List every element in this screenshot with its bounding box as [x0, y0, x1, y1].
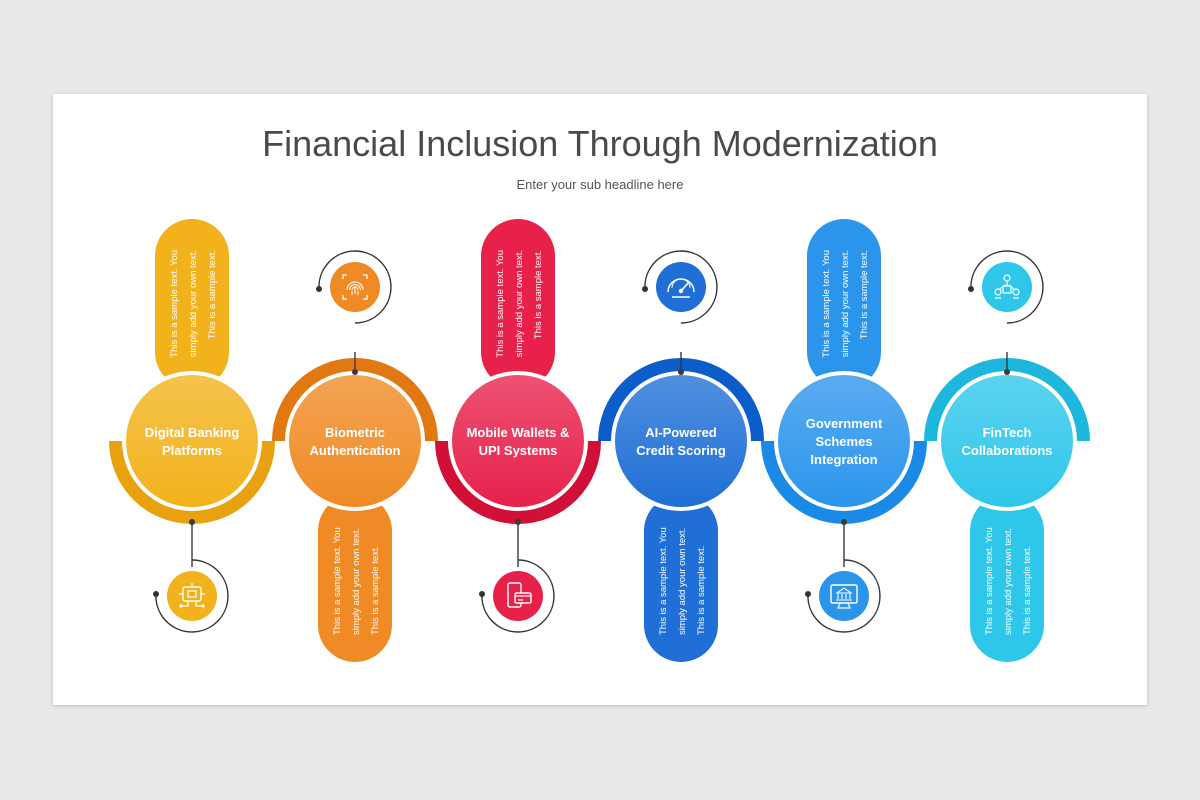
step-6-connector-dot [1004, 369, 1010, 375]
step-5-icon-badge [819, 571, 869, 621]
step-6-icon-badge [982, 262, 1032, 312]
step-1-icon-badge [167, 571, 217, 621]
step-4-icon-orbit [644, 250, 718, 324]
step-4-text-pill [644, 494, 718, 662]
step-3-icon-group [479, 519, 555, 633]
step-2-text-line: simply add your own text. [351, 528, 362, 635]
step-1-text-pill [155, 219, 229, 389]
step-5-label: Integration [810, 452, 877, 467]
step-3-label: UPI Systems [479, 443, 558, 458]
step-5-orbit-dot [805, 591, 811, 597]
step-5-text-pill [807, 219, 881, 389]
step-5-label: Government [806, 416, 883, 431]
page-title: Financial Inclusion Through Modernizatio… [262, 123, 938, 164]
step-1-text-line: This is a sample text. [207, 250, 218, 339]
step-3-text-line: simply add your own text. [514, 250, 525, 357]
step-3-circle [452, 375, 584, 507]
step-6-icon-orbit [970, 250, 1044, 324]
speedometer-icon [667, 278, 695, 298]
step-4-orbit-dot [642, 286, 648, 292]
step-5-text-line: This is a sample text. [859, 250, 870, 339]
step-5-icon-orbit [807, 559, 881, 633]
step-3-icon-orbit [481, 559, 555, 633]
step-5-connector-dot [841, 519, 847, 525]
step-4-label: Credit Scoring [636, 443, 726, 458]
step-3-connector-dot [515, 519, 521, 525]
step-1-label: Digital Banking [145, 425, 240, 440]
step-4-icon-badge [656, 262, 706, 312]
step-3-text-line: This is a sample text. [533, 250, 544, 339]
step-5-text-line: simply add your own text. [840, 250, 851, 357]
step-4-text-line: This is a sample text. [696, 546, 707, 635]
step-3-label: Mobile Wallets & [467, 425, 570, 440]
step-2-icon-group [316, 250, 392, 375]
step-3-text-pill [481, 219, 555, 389]
step-2-icon-orbit [318, 250, 392, 324]
mobile-card-icon [507, 582, 532, 608]
step-2-label: Biometric [325, 425, 385, 440]
step-1-icon-group [153, 519, 229, 633]
fingerprint-icon [342, 274, 368, 300]
step-1-connector-dot [189, 519, 195, 525]
step-1-icon-orbit [155, 559, 229, 633]
step-5-label: Schemes [815, 434, 872, 449]
step-4-text-line: This is a sample text. You [658, 527, 669, 635]
step-1-arc [109, 440, 275, 524]
step-4-circle [615, 375, 747, 507]
step-6-text-pill [970, 494, 1044, 662]
step-4-icon-group [642, 250, 718, 375]
step-6-circle [941, 375, 1073, 507]
step-3-orbit-dot [479, 591, 485, 597]
step-2-circle [289, 375, 421, 507]
step-1-orbit-dot [153, 591, 159, 597]
circuit-board-icon [179, 583, 205, 608]
step-1-circle [126, 375, 258, 507]
step-6-text-line: This is a sample text. You [984, 527, 995, 635]
step-1-text-line: This is a sample text. You [169, 250, 180, 358]
page-subtitle: Enter your sub headline here [517, 177, 684, 192]
government-monitor-icon [830, 584, 858, 609]
step-4-connector-dot [678, 369, 684, 375]
step-4-label: AI-Powered [645, 425, 717, 440]
step-5-circle [778, 375, 910, 507]
step-2-orbit-dot [316, 286, 322, 292]
step-3-arc [435, 440, 601, 524]
step-5-icon-group [805, 519, 881, 633]
step-1-label: Platforms [162, 443, 222, 458]
step-1-text-line: simply add your own text. [188, 250, 199, 357]
icon-layer [153, 250, 1044, 633]
step-2-text-pill [318, 494, 392, 662]
step-6-label: FinTech [983, 425, 1032, 440]
step-6-orbit-dot [968, 286, 974, 292]
network-people-icon [994, 274, 1020, 299]
step-6-icon-group [968, 250, 1044, 375]
step-2-connector-dot [352, 369, 358, 375]
step-2-text-line: This is a sample text. [370, 546, 381, 635]
step-3-text-line: This is a sample text. You [495, 250, 506, 358]
pill-layer: This is a sample text. You simply add you… [155, 219, 1044, 662]
step-2-text-line: This is a sample text. You [332, 527, 343, 635]
step-5-text-line: This is a sample text. You [821, 250, 832, 358]
step-4-text-line: simply add your own text. [677, 528, 688, 635]
step-6-text-line: simply add your own text. [1003, 528, 1014, 635]
step-6-label: Collaborations [961, 443, 1052, 458]
step-5-arc [761, 440, 927, 524]
step-6-text-line: This is a sample text. [1022, 546, 1033, 635]
step-2-label: Authentication [310, 443, 401, 458]
